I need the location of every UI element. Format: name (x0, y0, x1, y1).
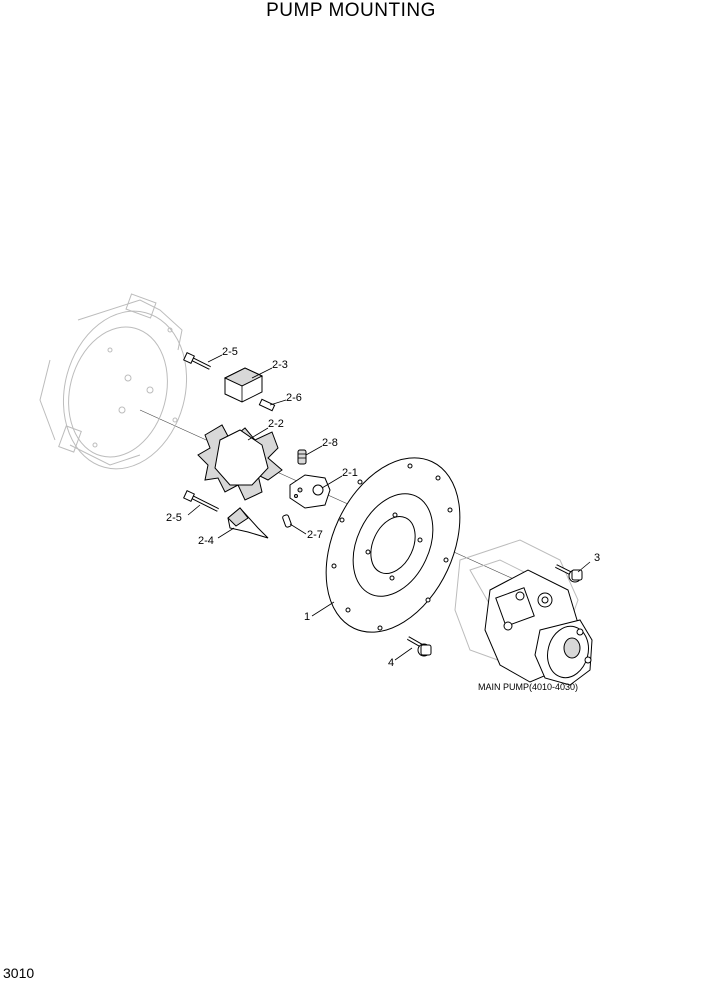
hub-2-1 (289, 474, 331, 509)
rubber-element-2-2 (197, 424, 283, 501)
coupling-block-2-3 (223, 367, 264, 403)
leader-lines (187, 354, 591, 661)
main-pump (454, 539, 593, 686)
pump-caption: MAIN PUMP(4010-4030) (478, 682, 578, 692)
bolt-4 (407, 636, 432, 657)
pin-2-6 (258, 398, 276, 412)
callout-2-4: 2-4 (198, 535, 214, 547)
callout-1: 1 (304, 611, 310, 623)
callout-2-8: 2-8 (322, 437, 338, 449)
set-screw-2-8 (297, 449, 307, 465)
callout-2-5-top: 2-5 (222, 346, 238, 358)
page-number: 3010 (3, 965, 35, 981)
bolt-3 (555, 564, 583, 583)
callout-3: 3 (594, 552, 600, 564)
flywheel-housing (39, 293, 188, 470)
callout-2-6: 2-6 (286, 392, 302, 404)
bolt-2-5-bottom (183, 490, 219, 512)
page-title: PUMP MOUNTING (266, 0, 436, 21)
callout-2-7: 2-7 (307, 529, 323, 541)
callout-2-2: 2-2 (268, 418, 284, 430)
callout-2-3: 2-3 (272, 359, 288, 371)
bolt-2-5-top (183, 352, 211, 370)
callout-2-5-bottom: 2-5 (166, 512, 182, 524)
callout-4: 4 (388, 657, 394, 669)
flexible-plate-1 (325, 457, 461, 633)
wedge-2-4 (227, 507, 269, 539)
callout-2-1: 2-1 (342, 467, 358, 479)
pin-2-7 (282, 514, 292, 528)
